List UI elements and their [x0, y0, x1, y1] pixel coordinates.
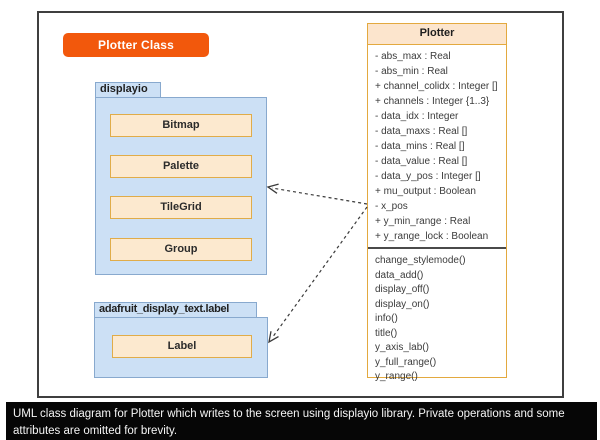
method-row: y_range(): [375, 371, 418, 382]
method-row: change_stylemode(): [375, 255, 466, 266]
attribute-row: + mu_output : Boolean: [375, 186, 476, 197]
method-row: y_axis_lab(): [375, 342, 429, 353]
method-row: info(): [375, 313, 398, 324]
attribute-row: - abs_min : Real: [375, 66, 448, 77]
method-row: title(): [375, 327, 398, 339]
attribute-row: + channel_colidx : Integer []: [375, 81, 498, 92]
attribute-row: - data_value : Real []: [375, 156, 468, 167]
plotter-class-banner: Plotter Class: [63, 33, 209, 57]
plotter-class-name: Plotter: [368, 24, 506, 45]
method-row: display_on(): [375, 298, 430, 310]
caption-bar: UML class diagram for Plotter which writ…: [6, 402, 597, 440]
class-box-tilegrid: TileGrid: [110, 196, 252, 219]
attribute-row: - abs_max : Real: [375, 51, 451, 62]
package-tab-displayio: displayio: [95, 82, 161, 98]
attribute-row: - data_mins : Real []: [375, 141, 465, 152]
attribute-row: + channels : Integer {1..3}: [375, 96, 490, 107]
class-box-bitmap: Bitmap: [110, 114, 252, 137]
method-row: display_off(): [375, 284, 430, 295]
attribute-row: - data_y_pos : Integer []: [375, 171, 481, 182]
attribute-row: - data_idx : Integer: [375, 111, 459, 122]
attribute-row: - x_pos: [375, 201, 408, 212]
class-box-group: Group: [110, 238, 252, 261]
attribute-row: + y_min_range : Real: [375, 216, 471, 227]
method-row: y_full_range(): [375, 356, 437, 368]
method-row: data_add(): [375, 269, 424, 281]
package-tab-adafruit-display-text-label: adafruit_display_text.label: [94, 302, 257, 318]
attribute-row: + y_range_lock : Boolean: [375, 231, 489, 242]
plotter-operations-compartment: change_stylemode() data_add() display_of…: [368, 249, 506, 385]
plotter-attributes-compartment: - abs_max : Real - abs_min : Real + chan…: [368, 45, 506, 246]
caption-text: UML class diagram for Plotter which writ…: [13, 408, 565, 437]
class-box-palette: Palette: [110, 155, 252, 178]
attribute-row: - data_maxs : Real []: [375, 126, 468, 137]
compartment-divider: [368, 247, 506, 249]
class-box-label: Label: [112, 335, 252, 358]
plotter-class-box: Plotter - abs_max : Real - abs_min : Rea…: [367, 23, 507, 382]
